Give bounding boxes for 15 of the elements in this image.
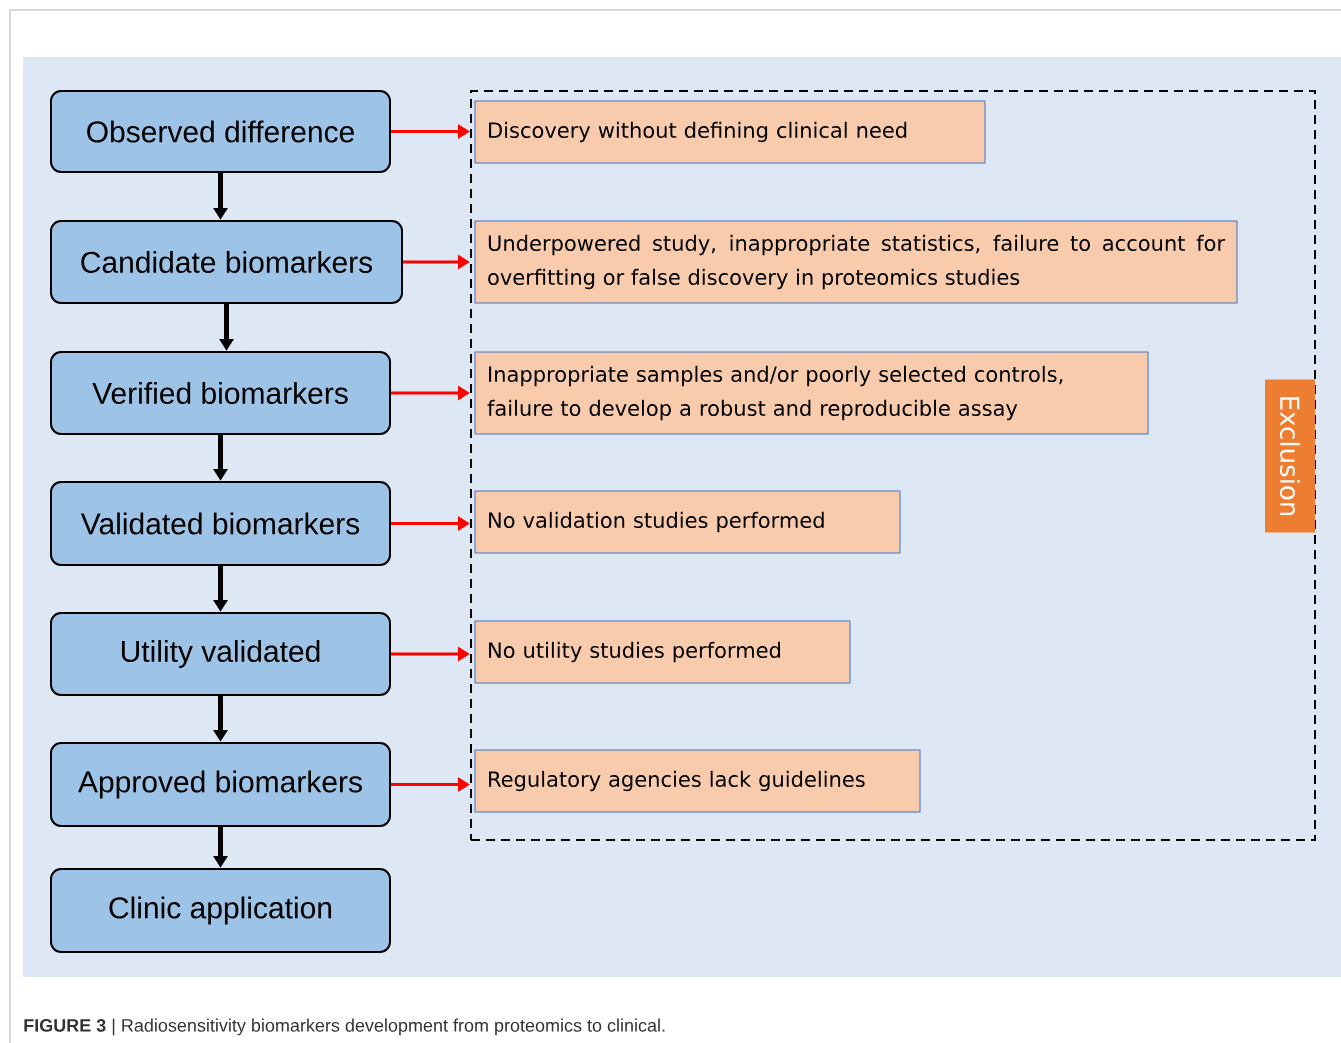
process-box: Utility validated [50, 612, 391, 696]
process-box: Approved biomarkers [50, 742, 391, 827]
process-box: Verified biomarkers [50, 351, 391, 435]
reason-box: Underpowered study, inappropriate statistics, failure to account for overfitting or false discovery in proteomics studies [474, 220, 1238, 304]
process-box: Validated biomarkers [50, 481, 391, 566]
reason-box: Inappropriate samples and/or poorly selected controls, failure to develop a robust and reproducible assay [474, 351, 1149, 435]
exclusion-tab: Exclusion [1265, 379, 1315, 533]
reason-box: No utility studies performed [474, 620, 851, 684]
process-box: Candidate biomarkers [50, 220, 403, 304]
reason-box: Discovery without defining clinical need [474, 100, 986, 164]
process-box: Clinic application [50, 868, 391, 953]
reason-box: Regulatory agencies lack guidelines [474, 749, 921, 813]
process-box: Observed difference [50, 90, 391, 173]
figure-caption: FIGURE 3 | Radiosensitivity biomarkers development from proteomics to clinical. [24, 1018, 665, 1036]
reason-box: No validation studies performed [474, 490, 901, 554]
